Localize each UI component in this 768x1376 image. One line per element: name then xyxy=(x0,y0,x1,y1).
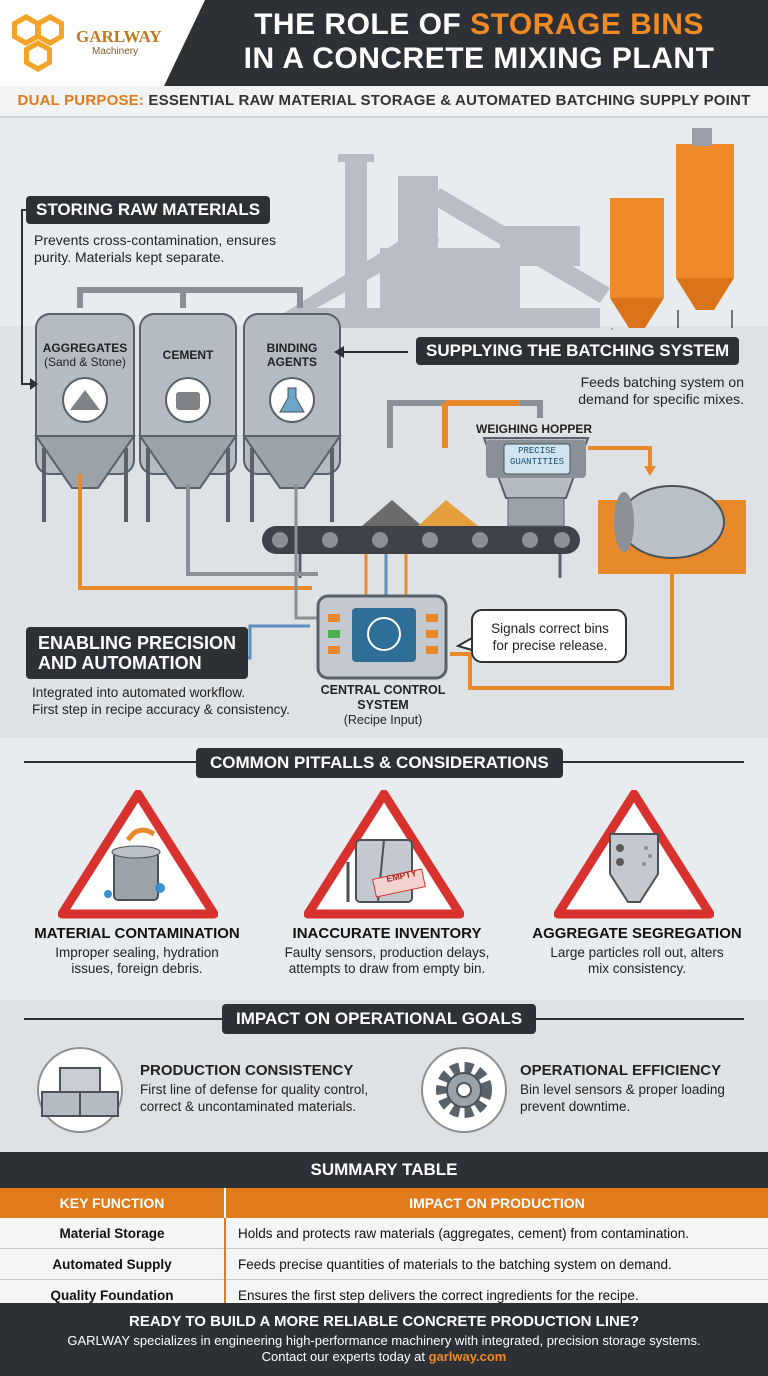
supplying-title: SUPPLYING THE BATCHING SYSTEM xyxy=(416,337,740,365)
impact-desc-consistency: First line of defense for quality contro… xyxy=(140,1082,369,1114)
subtitle-bar xyxy=(0,86,768,118)
summary-header-function: KEY FUNCTION xyxy=(0,1188,226,1218)
footer-line3: Contact our experts today at xyxy=(261,1349,429,1364)
enabling-desc: Integrated into automated workflow.First… xyxy=(32,685,290,717)
pitfalls-heading: COMMON PITFALLS & CONSIDERATIONS xyxy=(196,748,563,778)
logo-hexagon-icon xyxy=(12,14,64,72)
control-panel-icon xyxy=(316,594,448,680)
brand-name: GARLWAY xyxy=(76,27,162,46)
hopper-title: WEIGHING HOPPER xyxy=(476,422,593,436)
pitfall-title-segregation: AGGREGATE SEGREGATION xyxy=(532,925,742,942)
subtitle: DUAL PURPOSE: ESSENTIAL RAW MATERIAL STO… xyxy=(17,92,751,109)
segregation-icon xyxy=(554,790,714,919)
summary-title: SUMMARY TABLE xyxy=(0,1152,768,1188)
control-label: CENTRAL CONTROL SYSTEM (Recipe Input) xyxy=(320,683,446,727)
bin-label-cement: CEMENT xyxy=(162,348,214,362)
pitfall-title-contamination: MATERIAL CONTAMINATION xyxy=(34,925,240,942)
blocks-icon xyxy=(37,1047,123,1133)
contamination-icon xyxy=(58,790,218,919)
footer-link[interactable]: garlway.com xyxy=(428,1349,507,1364)
footer-cta: READY TO BUILD A MORE RELIABLE CONCRETE … xyxy=(128,1313,639,1330)
table-row: Material Storage Holds and protects raw … xyxy=(0,1218,768,1249)
storing-title: STORING RAW MATERIALS xyxy=(26,196,271,224)
inventory-icon xyxy=(304,790,464,919)
table-cell: Holds and protects raw materials (aggreg… xyxy=(225,1218,768,1249)
pitfall-title-inventory: INACCURATE INVENTORY xyxy=(292,925,482,942)
page-title: THE ROLE OF STORAGE BINS IN A CONCRETE M… xyxy=(243,8,715,75)
table-cell: Feeds precise quantities of materials to… xyxy=(225,1248,768,1280)
orange-silos-icon xyxy=(610,128,734,330)
impact-title-consistency: PRODUCTION CONSISTENCY xyxy=(140,1062,354,1079)
table-cell: Material Storage xyxy=(0,1218,226,1249)
weighing-hopper-icon xyxy=(482,437,590,527)
brand-sub: Machinery xyxy=(92,46,139,57)
footer: READY TO BUILD A MORE RELIABLE CONCRETE … xyxy=(0,1303,768,1376)
impact-heading: IMPACT ON OPERATIONAL GOALS xyxy=(222,1004,537,1034)
summary-table: KEY FUNCTION IMPACT ON PRODUCTION Materi… xyxy=(0,1188,768,1311)
plant-silhouette-icon xyxy=(260,154,610,328)
mixer-drum-icon xyxy=(598,485,746,574)
gear-icon xyxy=(421,1047,507,1133)
footer-line2: GARLWAY specializes in engineering high-… xyxy=(67,1333,701,1348)
table-row: Automated Supply Feeds precise quantitie… xyxy=(0,1248,768,1280)
pitfall-desc-inventory: Faulty sensors, production delays,attemp… xyxy=(284,945,490,976)
bin-label-aggregates: AGGREGATES(Sand & Stone) xyxy=(42,341,128,369)
storage-bins-icon xyxy=(34,313,342,522)
impact-title-efficiency: OPERATIONAL EFFICIENCY xyxy=(520,1062,722,1079)
table-cell: Automated Supply xyxy=(0,1248,226,1280)
conveyor-icon xyxy=(262,500,580,578)
summary-header-impact: IMPACT ON PRODUCTION xyxy=(225,1188,768,1218)
